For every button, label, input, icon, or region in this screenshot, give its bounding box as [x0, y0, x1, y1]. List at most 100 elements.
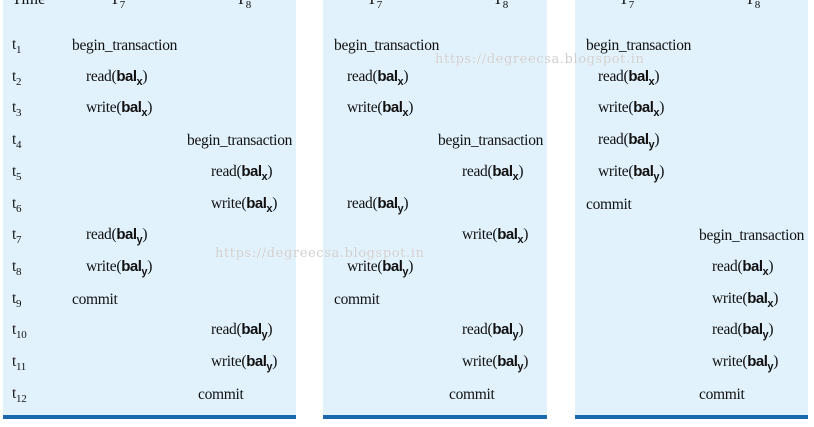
schedule-panel-b: T7T8begin_transactionread(balx)write(bal… — [323, 0, 547, 419]
operation-name: commit — [699, 385, 745, 403]
time-index: 4 — [16, 139, 22, 152]
operation-write: write(baly) — [86, 258, 152, 278]
operation-write: write(baly) — [712, 353, 778, 373]
operation-write: write(baly) — [598, 163, 664, 183]
operation-commit: commit — [72, 291, 118, 309]
paren: ) — [272, 353, 278, 370]
data-item-subscript: x — [648, 75, 655, 88]
transaction-number: 8 — [245, 0, 252, 11]
data-item-subscript: y — [762, 329, 769, 342]
operation-read: read(balx) — [598, 67, 660, 88]
operation-name: write — [347, 99, 378, 117]
paren: ( — [372, 67, 378, 85]
data-item: bal — [497, 353, 518, 370]
paren: ) — [267, 162, 273, 180]
data-item: bal — [628, 67, 649, 85]
data-item: bal — [382, 257, 403, 275]
data-item-subscript: y — [136, 234, 143, 247]
operation-begin-transaction: begin_transaction — [72, 37, 177, 55]
data-item-subscript: y — [402, 265, 409, 278]
data-item-subscript: y — [653, 170, 660, 183]
data-item: bal — [121, 257, 142, 275]
time-prefix: t — [12, 353, 17, 370]
time-label: t12 — [12, 384, 27, 405]
paren: ( — [492, 226, 498, 244]
time-index: 2 — [16, 75, 22, 88]
paren: ( — [116, 99, 122, 117]
data-item-subscript: y — [141, 265, 148, 278]
time-index: 10 — [16, 329, 27, 342]
schedule-panel-c: T7T8begin_transactionread(balx)write(bal… — [575, 0, 808, 419]
time-prefix: t — [12, 257, 17, 275]
paren: ) — [408, 99, 414, 117]
paren: ) — [518, 162, 524, 180]
operation-name: read — [712, 321, 738, 339]
transaction-header-t8: T8 — [493, 0, 508, 11]
paren: ) — [768, 321, 774, 339]
operation-name: commit — [72, 290, 118, 308]
operation-name: read — [712, 257, 738, 275]
time-index: 7 — [16, 234, 22, 247]
transaction-header-t7: T7 — [367, 0, 382, 11]
data-item-subscript: x — [141, 107, 148, 120]
bottom-rule — [3, 415, 296, 419]
time-label: t11 — [12, 353, 26, 373]
data-item-subscript: x — [653, 107, 660, 120]
paren: ( — [623, 131, 629, 149]
paren: ( — [737, 321, 743, 339]
data-item: bal — [377, 194, 398, 212]
operation-write: write(baly) — [347, 258, 413, 278]
transaction-number: 8 — [754, 0, 761, 11]
paren: ) — [267, 321, 273, 339]
time-index: 12 — [16, 392, 27, 405]
operation-name: write — [598, 99, 629, 117]
data-item: bal — [633, 162, 654, 180]
operation-name: write — [347, 257, 378, 275]
paren: ) — [768, 257, 774, 275]
operation-name: begin_transaction — [586, 37, 692, 54]
paren: ( — [623, 67, 629, 85]
transaction-number: 7 — [628, 0, 635, 11]
paren: ) — [654, 131, 660, 149]
paren: ) — [142, 67, 148, 85]
data-item: bal — [377, 67, 398, 85]
operation-commit: commit — [334, 291, 380, 309]
operation-name: write — [86, 257, 117, 275]
operation-write: write(balx) — [712, 290, 778, 310]
paren: ( — [236, 321, 242, 339]
transaction-letter: T — [110, 0, 120, 8]
paren: ) — [518, 321, 524, 339]
time-header: Time — [12, 0, 45, 9]
data-item: bal — [742, 321, 763, 339]
transaction-header-t8: T8 — [236, 0, 251, 11]
paren: ) — [659, 162, 665, 180]
data-item-subscript: x — [512, 170, 519, 183]
operation-name: write — [211, 194, 242, 212]
operation-name: commit — [449, 385, 495, 403]
data-item: bal — [633, 99, 654, 117]
operation-write: write(balx) — [211, 195, 277, 215]
time-prefix: t — [12, 289, 17, 307]
operation-write: write(balx) — [462, 226, 528, 246]
operation-name: read — [598, 131, 624, 149]
time-label: t6 — [12, 195, 22, 215]
operation-write: write(balx) — [347, 99, 413, 119]
operation-name: read — [598, 67, 624, 85]
watermark: https://degreecsa.blogspot.in — [215, 246, 425, 261]
transaction-number: 8 — [502, 0, 509, 11]
time-prefix: t — [12, 99, 17, 117]
data-item-subscript: x — [402, 107, 409, 120]
operation-read: read(baly) — [712, 321, 774, 342]
operation-name: write — [211, 353, 242, 370]
paren: ) — [523, 353, 529, 370]
data-item-subscript: y — [517, 361, 524, 373]
time-prefix: t — [12, 36, 17, 53]
data-item: bal — [747, 289, 768, 307]
paren: ) — [147, 257, 153, 275]
data-item-subscript: x — [136, 75, 143, 88]
operation-name: commit — [334, 290, 380, 308]
paren: ( — [487, 321, 493, 339]
operation-name: begin_transaction — [438, 132, 544, 150]
paren: ) — [403, 67, 409, 85]
time-prefix: t — [12, 384, 17, 402]
